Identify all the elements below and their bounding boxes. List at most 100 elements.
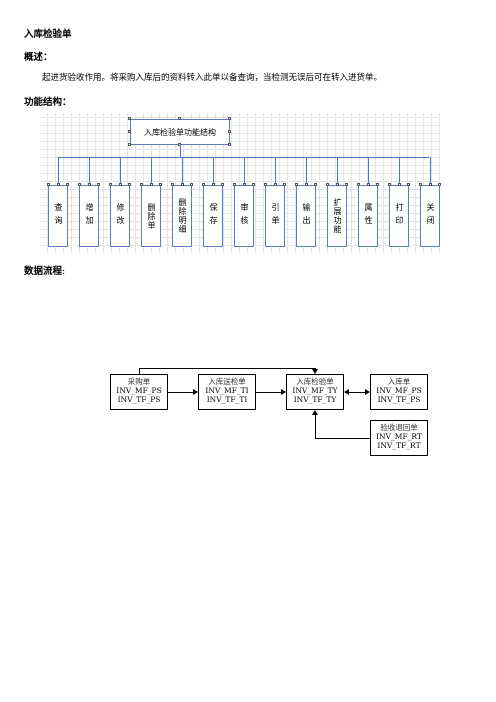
selection-handle xyxy=(171,183,174,186)
connector-line xyxy=(180,145,181,157)
data-flow-diagram: 采购单 INV_MF_PS INV_TF_PS 入库送检单 INV_MF_TI … xyxy=(110,368,440,458)
flow-box-inspect: 入库检验单 INV_MF_TY INV_TF_TY xyxy=(286,374,344,410)
selection-handle xyxy=(264,183,267,186)
selection-handle xyxy=(128,117,131,120)
connector-bus xyxy=(58,157,429,158)
function-structure-diagram: 入库检验单功能结构 查询增加修改删除单删除明细保存审核引单输出扩展功能属性打印关… xyxy=(40,113,441,253)
structure-root-box: 入库检验单功能结构 xyxy=(130,119,230,145)
flow-arrow-line xyxy=(315,438,370,439)
structure-leaf-box: 扩展功能 xyxy=(327,185,347,247)
structure-heading: 功能结构： xyxy=(24,97,72,108)
flow-arrow-line xyxy=(349,392,365,393)
structure-leaf-box: 打印 xyxy=(389,185,409,247)
arrow-head-up xyxy=(312,410,318,415)
selection-handle xyxy=(140,183,143,186)
selection-handle xyxy=(128,130,131,133)
selection-handle xyxy=(326,183,329,186)
selection-handle xyxy=(336,183,339,186)
overview-heading: 概述： xyxy=(24,52,53,63)
selection-handle xyxy=(345,183,348,186)
structure-leaf-box: 保存 xyxy=(203,185,223,247)
connector-line xyxy=(182,157,183,185)
flow-box-submit: 入库送检单 INV_MF_TI INV_TF_TI xyxy=(198,374,256,410)
selection-handle xyxy=(367,183,370,186)
flow-box-purchase: 采购单 INV_MF_PS INV_TF_PS xyxy=(110,374,168,410)
flow-arrow-line xyxy=(168,392,193,393)
arrow-head-right xyxy=(281,389,286,395)
connector-line xyxy=(58,157,59,185)
selection-handle xyxy=(274,183,277,186)
selection-handle xyxy=(178,117,181,120)
doc-title: 入库检验单 xyxy=(24,29,72,40)
arrow-head-right xyxy=(365,389,370,395)
selection-handle xyxy=(178,143,181,146)
flow-arrow-line xyxy=(139,368,315,369)
selection-handle xyxy=(438,183,441,186)
selection-handle xyxy=(233,183,236,186)
selection-handle xyxy=(128,183,131,186)
flow-arrow-line xyxy=(256,392,281,393)
connector-line xyxy=(244,157,245,185)
selection-handle xyxy=(109,183,112,186)
selection-handle xyxy=(228,143,231,146)
structure-leaf-box: 引单 xyxy=(265,185,285,247)
structure-leaf-box: 属性 xyxy=(358,185,378,247)
selection-handle xyxy=(388,183,391,186)
selection-handle xyxy=(66,183,69,186)
selection-handle xyxy=(398,183,401,186)
arrow-head-right xyxy=(193,389,198,395)
structure-leaf-box: 修改 xyxy=(110,185,130,247)
selection-handle xyxy=(305,183,308,186)
connector-line xyxy=(399,157,400,185)
flow-box-instock: 入库单 INV_MF_PS INV_TF_PS xyxy=(370,374,428,410)
selection-handle xyxy=(252,183,255,186)
selection-handle xyxy=(47,183,50,186)
selection-handle xyxy=(190,183,193,186)
selection-handle xyxy=(159,183,162,186)
arrow-head-down xyxy=(312,369,318,374)
connector-line xyxy=(337,157,338,185)
structure-leaf-box: 删除单 xyxy=(141,185,161,247)
structure-leaf-box: 审核 xyxy=(234,185,254,247)
selection-handle xyxy=(78,183,81,186)
selection-handle xyxy=(357,183,360,186)
structure-leaf-box: 输出 xyxy=(296,185,316,247)
structure-leaf-box: 查询 xyxy=(48,185,68,247)
selection-handle xyxy=(181,183,184,186)
selection-handle xyxy=(57,183,60,186)
selection-handle xyxy=(221,183,224,186)
connector-line xyxy=(213,157,214,185)
connector-line xyxy=(306,157,307,185)
connector-line xyxy=(430,157,431,185)
structure-leaf-box: 关闭 xyxy=(420,185,440,247)
arrow-head-left xyxy=(344,389,349,395)
selection-handle xyxy=(212,183,215,186)
structure-leaf-box: 增加 xyxy=(79,185,99,247)
overview-text: 起进货验收作用。将采购入库后的资料转入此单以备查询，当检测无误后可在转入进货单。 xyxy=(42,73,383,83)
flow-arrow-line xyxy=(315,368,316,369)
flow-box-return: 验收退回单 INV_MF_RT INV_TF_RT xyxy=(370,420,428,456)
selection-handle xyxy=(314,183,317,186)
selection-handle xyxy=(97,183,100,186)
selection-handle xyxy=(376,183,379,186)
selection-handle xyxy=(243,183,246,186)
selection-handle xyxy=(407,183,410,186)
flow-arrow-line xyxy=(315,415,316,438)
selection-handle xyxy=(228,117,231,120)
connector-line xyxy=(151,157,152,185)
connector-line xyxy=(275,157,276,185)
flow-heading: 数据流程: xyxy=(24,266,66,277)
selection-handle xyxy=(202,183,205,186)
selection-handle xyxy=(283,183,286,186)
structure-leaf-box: 删除明细 xyxy=(172,185,192,247)
selection-handle xyxy=(429,183,432,186)
selection-handle xyxy=(128,143,131,146)
selection-handle xyxy=(150,183,153,186)
connector-line xyxy=(120,157,121,185)
selection-handle xyxy=(295,183,298,186)
selection-handle xyxy=(119,183,122,186)
connector-line xyxy=(89,157,90,185)
selection-handle xyxy=(88,183,91,186)
selection-handle xyxy=(228,130,231,133)
selection-handle xyxy=(419,183,422,186)
